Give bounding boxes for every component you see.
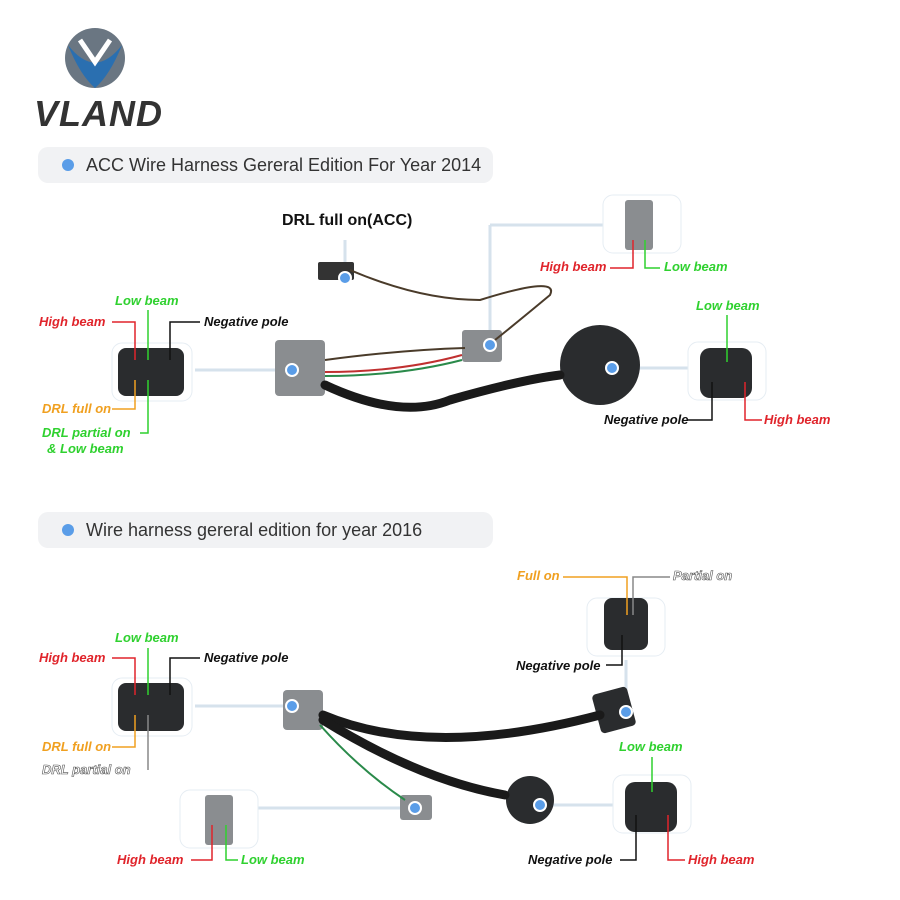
- label-negative-pole: Negative pole: [204, 314, 289, 329]
- vland-logo-icon: [65, 28, 125, 88]
- label-drl-full-on: DRL full on: [42, 739, 112, 754]
- label-negative-pole: Negative pole: [604, 412, 689, 427]
- label-negative-pole: Negative pole: [204, 650, 289, 665]
- label-partial-on: Partial on: [673, 568, 733, 584]
- label-drl-partial-on: DRL partial on: [42, 762, 131, 778]
- label-low-beam: Low beam: [115, 293, 179, 308]
- label-high-beam: High beam: [540, 259, 607, 274]
- label-high-beam: High beam: [117, 852, 184, 867]
- label-high-beam: High beam: [688, 852, 755, 867]
- section1-title: ACC Wire Harness Gereral Edition For Yea…: [86, 155, 482, 175]
- label-low-beam: Low beam: [696, 298, 760, 313]
- section1-banner: ACC Wire Harness Gereral Edition For Yea…: [38, 147, 493, 183]
- label-high-beam: High beam: [39, 314, 106, 329]
- label-and-low-beam: & Low beam: [47, 441, 124, 456]
- label-low-beam: Low beam: [115, 630, 179, 645]
- label-negative-pole: Negative pole: [516, 658, 601, 673]
- drl-acc-title: DRL full on(ACC): [282, 212, 413, 229]
- label-low-beam: Low beam: [619, 739, 683, 754]
- label-full-on: Full on: [517, 568, 560, 583]
- brand-logo: VLAND: [34, 93, 163, 134]
- label-low-beam: Low beam: [664, 259, 728, 274]
- section2-banner: Wire harness gereral edition for year 20…: [38, 512, 493, 548]
- label-low-beam: Low beam: [241, 852, 305, 867]
- label-drl-full-on: DRL full on: [42, 401, 112, 416]
- bullet-icon: [62, 524, 74, 536]
- label-high-beam: High beam: [764, 412, 831, 427]
- label-negative-pole: Negative pole: [528, 852, 613, 867]
- label-high-beam: High beam: [39, 650, 106, 665]
- label-drl-partial-on: DRL partial on: [42, 425, 131, 440]
- section2-title: Wire harness gereral edition for year 20…: [86, 520, 423, 540]
- bullet-icon: [62, 159, 74, 171]
